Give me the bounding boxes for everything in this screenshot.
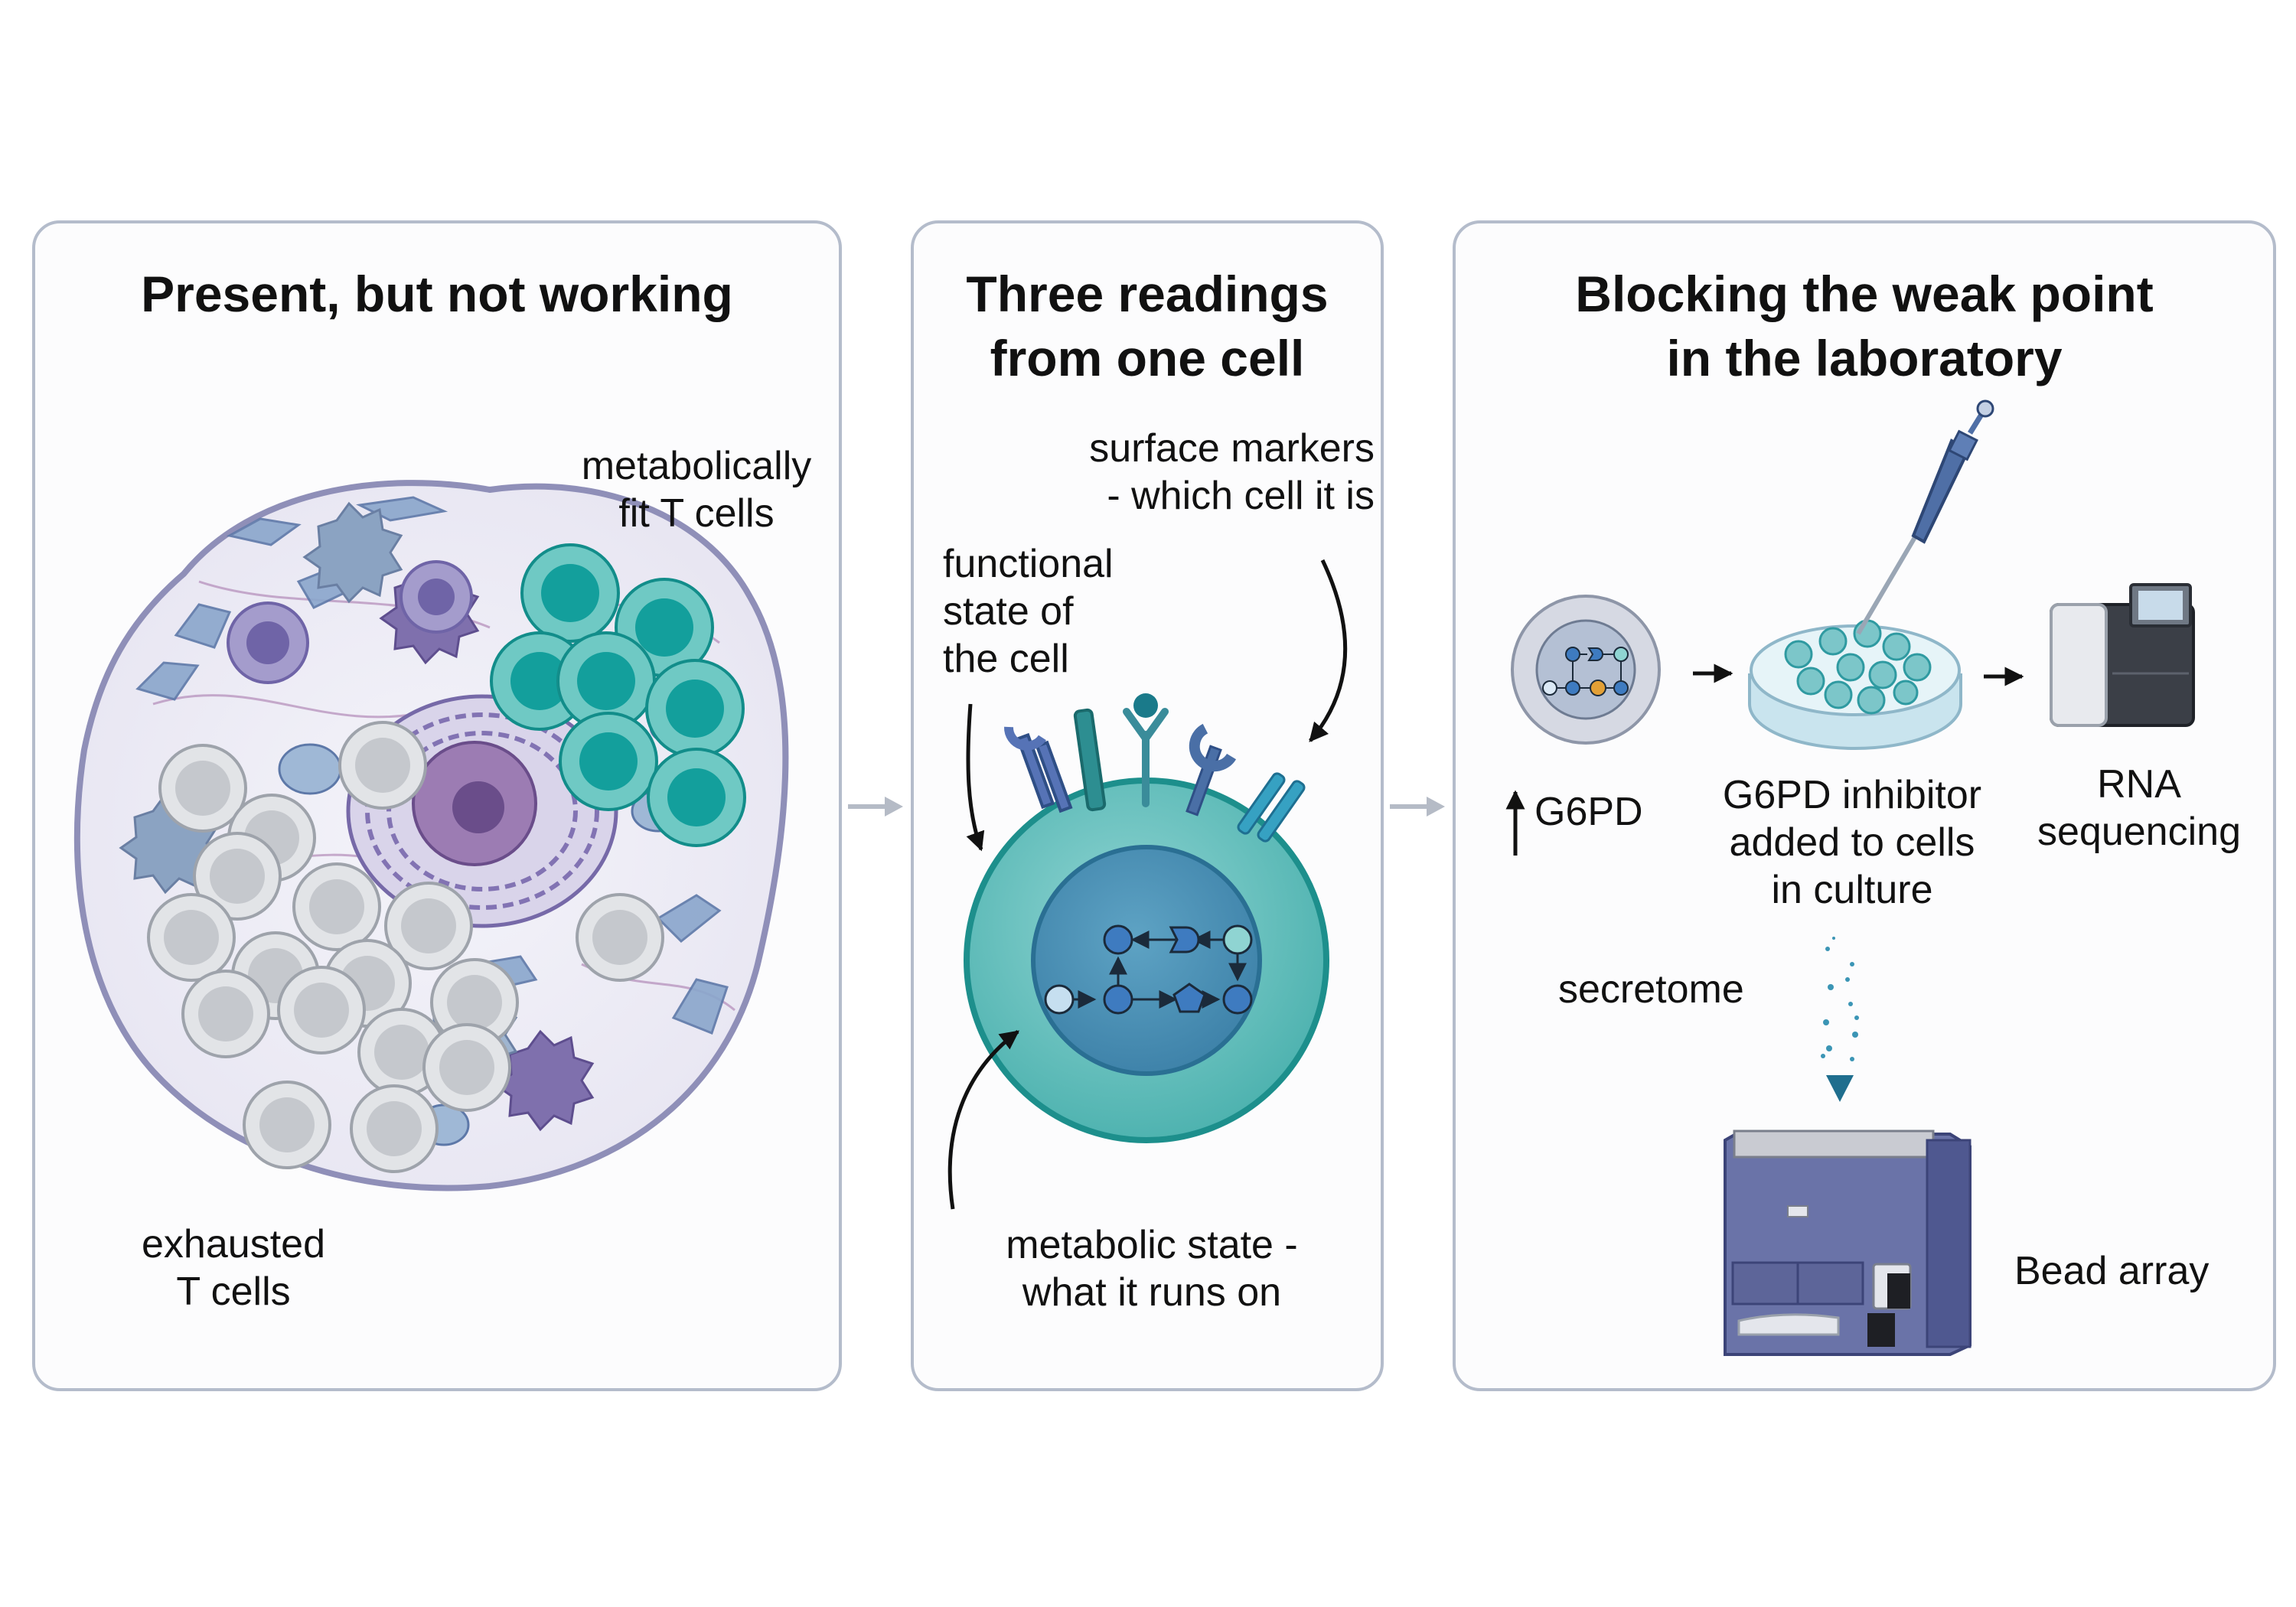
pipette-icon xyxy=(1856,399,1994,635)
functional-state-label: functional state of the cell xyxy=(943,542,1114,681)
panel-1-title: Present, but not working xyxy=(141,266,733,322)
secretome-stream xyxy=(1821,934,1859,1102)
rna-sequencing-label: RNA sequencing xyxy=(2037,762,2241,854)
inhibitor-label: G6PD inhibitor added to cells in culture xyxy=(1722,773,1982,912)
t-cell xyxy=(645,659,745,758)
panel-3-frame xyxy=(1453,220,2276,1391)
t-cell xyxy=(556,631,656,731)
secretome-label: secretome xyxy=(1558,967,1744,1012)
surface-markers xyxy=(1004,693,1306,843)
receptor-icon xyxy=(1123,693,1169,807)
t-cell xyxy=(350,1084,439,1173)
t-cell xyxy=(193,832,282,921)
connector-arrow-1 xyxy=(848,797,903,817)
t-cell xyxy=(430,958,519,1047)
metabolic-state-pointer xyxy=(947,1029,1020,1210)
t-cell xyxy=(422,1023,511,1112)
metabolic-state-label: metabolic state - what it runs on xyxy=(1006,1223,1298,1315)
t-cell xyxy=(576,893,664,982)
purple-cells xyxy=(227,560,473,684)
exhausted-t-cells xyxy=(147,721,664,1173)
g6pd-label: G6PD xyxy=(1534,790,1643,834)
g6pd-cell-icon xyxy=(1511,595,1661,745)
receptor-icon xyxy=(1004,726,1073,813)
bead-array-analyzer-icon xyxy=(1724,1129,1971,1356)
rna-sequencer-icon xyxy=(2050,583,2195,727)
panel-3-title: Blocking the weak point in the laborator… xyxy=(1575,266,2154,386)
receptor-icon xyxy=(1073,708,1107,812)
t-cell xyxy=(292,862,381,951)
t-cell xyxy=(338,721,427,810)
petri-dish-icon xyxy=(1748,619,1962,750)
panel-2-title: Three readings from one cell xyxy=(966,266,1329,386)
t-cell xyxy=(559,712,658,811)
exhausted-t-cells-label: exhausted T cells xyxy=(142,1222,325,1314)
t-cell xyxy=(147,893,236,982)
bead-array-label: Bead array xyxy=(2014,1249,2210,1293)
fit-t-cells-label: metabolically fit T cells xyxy=(581,444,812,536)
t-cell xyxy=(520,543,620,643)
t-cell xyxy=(243,1081,331,1169)
t-cell xyxy=(647,748,746,847)
cell-nucleus xyxy=(1031,845,1262,1076)
connector-arrow-2 xyxy=(1390,797,1445,817)
receptor-icon xyxy=(1237,772,1306,843)
t-cell xyxy=(158,744,247,833)
fit-t-cells xyxy=(490,543,746,847)
t-cell xyxy=(384,882,473,970)
receptor-icon xyxy=(1186,723,1237,817)
functional-state-pointer xyxy=(966,703,985,852)
surface-marker-pointer xyxy=(1309,559,1348,742)
tissue-section-illustration xyxy=(73,480,789,1191)
surface-markers-label: surface markers - which cell it is xyxy=(1089,426,1375,518)
single-cell-illustration xyxy=(947,559,1348,1210)
t-cell xyxy=(277,966,366,1054)
t-cell xyxy=(181,970,270,1058)
metabolic-pathway xyxy=(1044,924,1253,1015)
